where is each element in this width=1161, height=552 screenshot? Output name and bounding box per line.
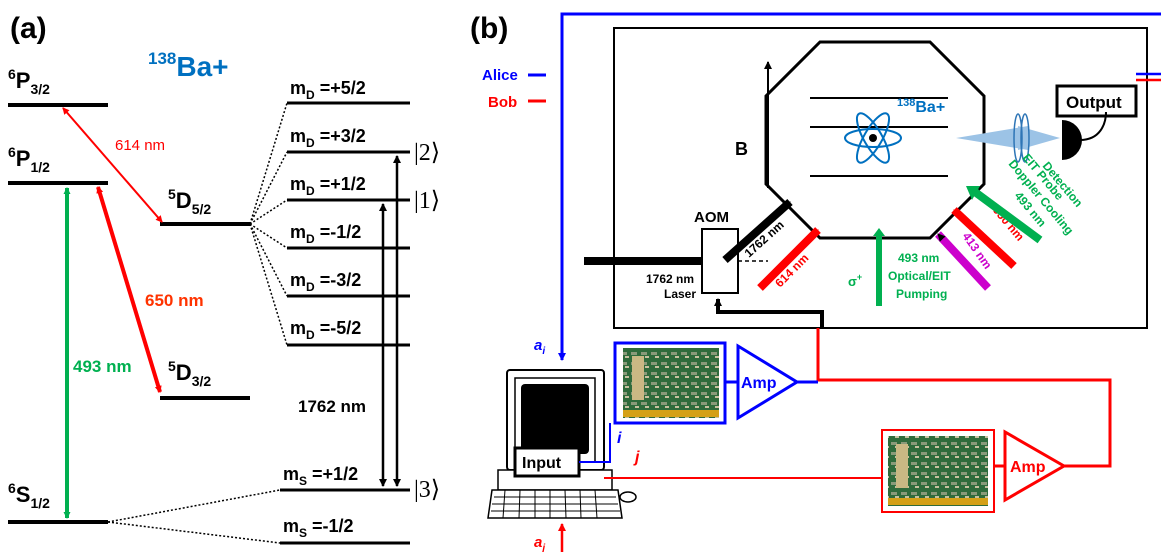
panel-a: (a) 138Ba+ 6P3/2 6P1/2 5D5/2 5D3/2 6S1/2 [8, 12, 440, 545]
laser-label-1: 1762 nm [646, 272, 694, 286]
input-label: Input [522, 455, 562, 472]
md-label-p32: mD =+3/2 [290, 126, 366, 150]
alice-daq-card-image [623, 348, 719, 418]
alice-card-to-computer [579, 423, 611, 463]
ket-1: |1⟩ [414, 188, 440, 214]
label-650nm: 650 nm [145, 291, 204, 310]
label-6s12: 6S1/2 [8, 480, 50, 511]
panel-b-label: (b) [470, 12, 508, 45]
arrow-650nm [96, 186, 162, 393]
lens-icon [1013, 113, 1030, 163]
label-6p32: 6P3/2 [8, 66, 50, 97]
ket-2: |2⟩ [414, 140, 440, 166]
legend-alice-label: Alice [482, 67, 518, 84]
beam-493-cooling-head [966, 186, 980, 200]
pumping-label-2: Optical/EIT [888, 269, 951, 283]
j-label: j [633, 449, 640, 466]
md-label-p12: mD =+1/2 [290, 174, 366, 198]
beam-650nm [951, 207, 1017, 269]
panel-b: (b) Alice Bob 138Ba+ B Output [470, 12, 1161, 552]
ion-label: 138Ba+ [897, 97, 945, 116]
md-label-m52: mD =-5/2 [290, 318, 361, 342]
detector-icon [1062, 120, 1082, 160]
ms-label-p12: mS =+1/2 [283, 464, 358, 488]
amp-alice-label: Amp [741, 375, 777, 392]
pumping-label-1: 493 nm [898, 251, 939, 265]
arrow-614nm [62, 107, 163, 223]
amp-bob-label: Amp [1010, 459, 1046, 476]
label-5d32: 5D3/2 [168, 358, 211, 389]
isotope-mass: 138 [148, 49, 176, 68]
md-label-p52: mD =+5/2 [290, 78, 366, 102]
aom-label: AOM [694, 209, 729, 226]
label-1762nm: 1762 nm [298, 397, 366, 416]
beam-493-pumping-head [873, 228, 885, 236]
isotope-title: 138Ba+ [148, 49, 229, 82]
aom-box [701, 228, 739, 294]
label-493nm: 493 nm [73, 357, 132, 376]
collection-light-cone [956, 126, 1028, 150]
sigma-label: σ+ [848, 272, 862, 289]
beam-493-cooling [972, 188, 1043, 244]
atom-icon [844, 112, 902, 164]
output-label: Output [1066, 93, 1122, 112]
md-label-m12: mD =-1/2 [290, 222, 361, 246]
vacuum-box [613, 27, 1148, 329]
bob-signal-loop [816, 328, 1112, 468]
md-label-m32: mD =-3/2 [290, 270, 361, 294]
b-field-label: B [735, 139, 748, 159]
alice-signal-line [558, 12, 1161, 361]
dotted-fan-s12 [107, 489, 281, 544]
bob-daq-card-image [888, 436, 988, 506]
beam-614nm [757, 227, 821, 291]
label-6p12: 6P1/2 [8, 144, 50, 175]
i-label: i [617, 430, 622, 447]
ms-label-m12: mS =-1/2 [283, 516, 354, 540]
aj-label: aj [534, 534, 545, 552]
legend-bob-label: Bob [488, 94, 517, 111]
computer-icon [487, 369, 637, 519]
laser-label-2: Laser [664, 287, 696, 301]
ket-3: |3⟩ [414, 477, 440, 503]
ai-label: ai [534, 337, 545, 357]
pumping-label-3: Pumping [896, 287, 947, 301]
collection-light-cone-2 [1018, 126, 1060, 150]
isotope-symbol: Ba+ [176, 51, 228, 82]
label-614nm: 614 nm [115, 137, 165, 154]
output-box [1055, 84, 1138, 118]
dotted-fan-d52 [249, 102, 288, 346]
label-5d52: 5D5/2 [168, 186, 211, 217]
panel-a-label: (a) [10, 12, 47, 45]
beam-1762-diffracted [722, 199, 793, 263]
detector-cable [1079, 111, 1107, 141]
aom-rf-line [714, 298, 824, 328]
beam-413nm [935, 231, 991, 291]
